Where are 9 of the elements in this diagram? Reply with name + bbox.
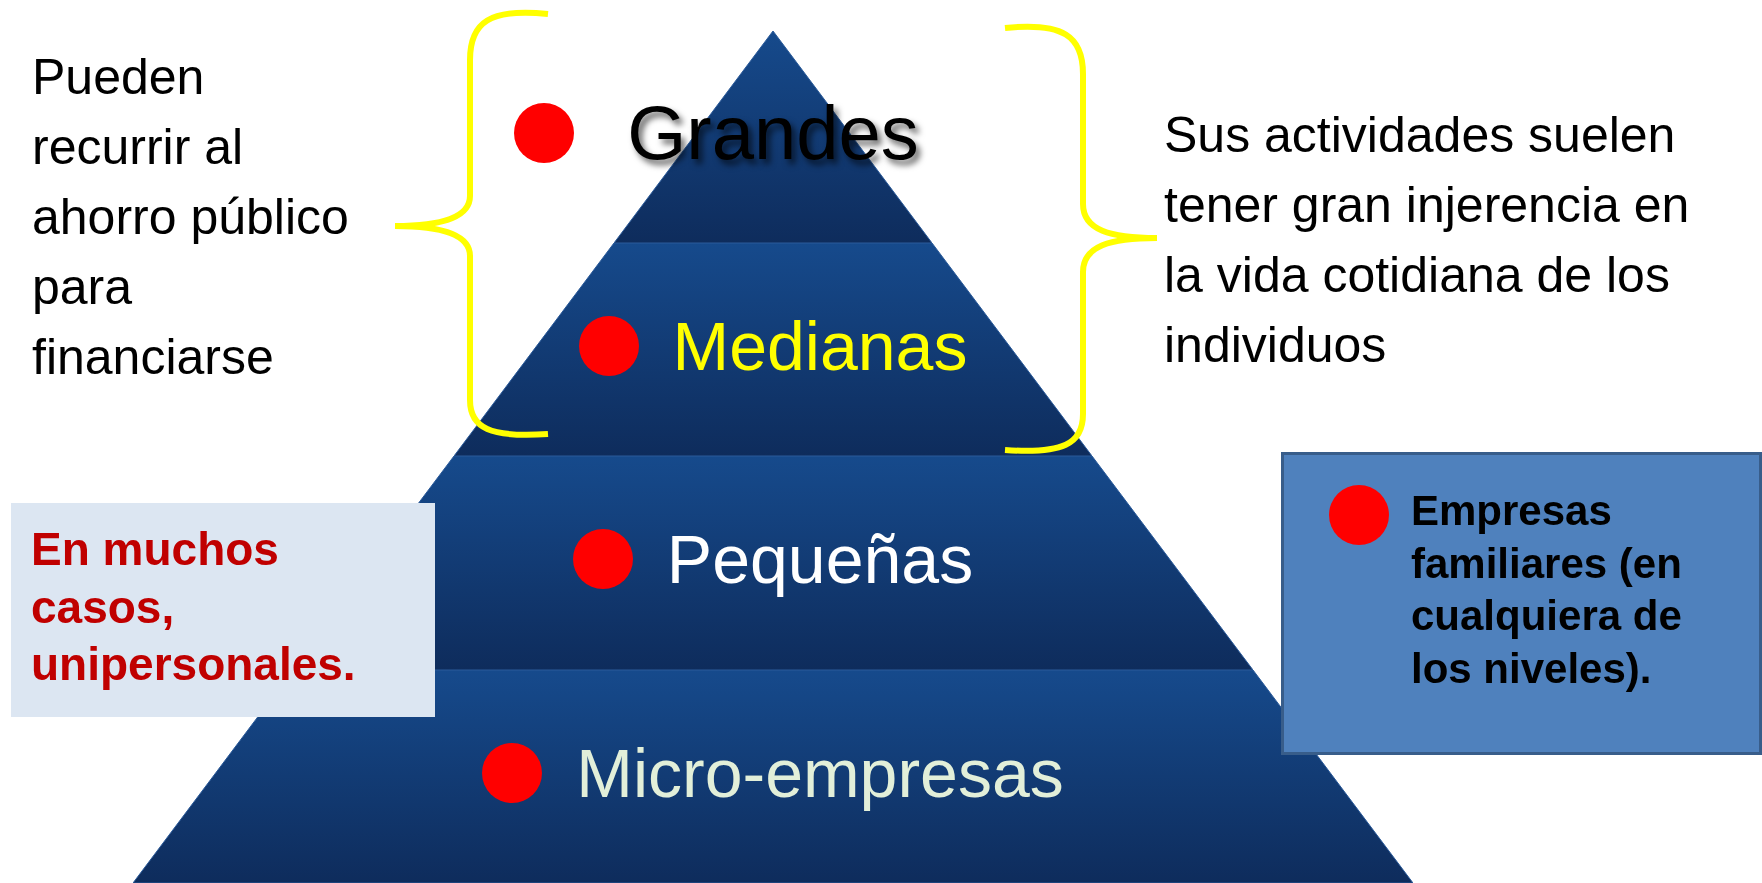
note-card [1281,452,1762,755]
note-text: En muchos casos, unipersonales. [31,522,357,692]
tier-label: Medianas [672,309,968,384]
tier-label: Micro-empresas [576,736,1064,811]
tier-label: Pequeñas [666,522,974,597]
note-card [11,503,435,717]
side-note: Pueden recurrir al ahorro público para financiarse [32,48,350,387]
note-text: Empresas familiares (en cualquiera de los niveles). [1411,486,1683,694]
side-note: Sus actividades suelen tener gran injerencia en la vida cotidiana de los individuos [1164,106,1691,375]
